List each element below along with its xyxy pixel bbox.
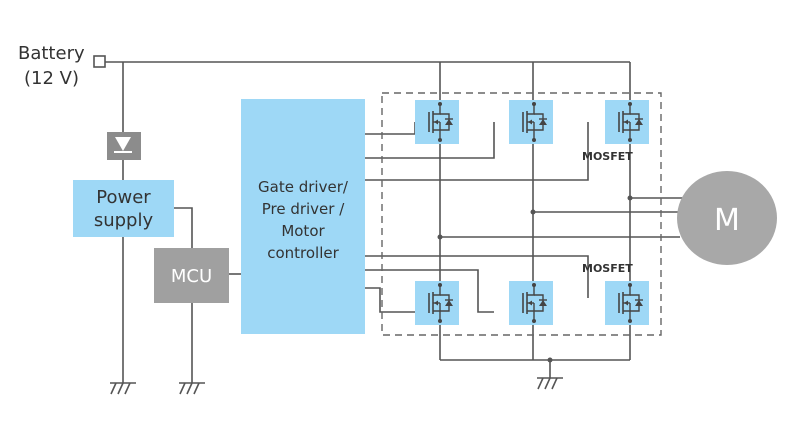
mosfet-lower-w-icon bbox=[604, 280, 650, 326]
motor: M bbox=[677, 171, 777, 265]
battery-label-line1: Battery bbox=[18, 43, 85, 64]
gate-driver-label-line1: Gate driver/ bbox=[258, 178, 349, 196]
junction-dots bbox=[437, 195, 633, 363]
mosfet-upper-w-icon bbox=[604, 99, 650, 145]
mosfet-label-upper: MOSFET bbox=[582, 150, 633, 163]
power-supply-label-line2: supply bbox=[94, 210, 154, 231]
diode-icon bbox=[107, 132, 141, 160]
motor-label: M bbox=[714, 203, 740, 238]
inverter-bridge-boundary bbox=[381, 92, 662, 336]
mosfet-lower-v-icon bbox=[508, 280, 554, 326]
gate-driver-label-line2: Pre driver / bbox=[262, 200, 346, 218]
mcu-label: MCU bbox=[171, 266, 212, 287]
gate-driver-label-line3: Motor bbox=[281, 222, 325, 240]
battery-terminal bbox=[93, 55, 106, 68]
mosfet-upper-v-icon bbox=[508, 99, 554, 145]
gate-driver-label-line4: controller bbox=[267, 244, 339, 262]
power-supply-label-line1: Power bbox=[96, 187, 151, 208]
mosfet-lower-u-icon bbox=[414, 280, 460, 326]
mosfet-upper-u-icon bbox=[414, 99, 460, 145]
gate-driver-block: Gate driver/ Pre driver / Motor controll… bbox=[241, 99, 365, 334]
ground-symbol-power-supply bbox=[110, 382, 136, 395]
ground-symbol-bridge bbox=[537, 377, 563, 390]
wiring bbox=[93, 55, 686, 383]
mcu-block: MCU bbox=[154, 248, 229, 303]
battery-label-line2: (12 V) bbox=[24, 68, 79, 89]
mosfet-label-lower: MOSFET bbox=[582, 262, 633, 275]
ground-symbol-mcu bbox=[179, 382, 205, 395]
power-supply-block: Power supply bbox=[73, 180, 174, 237]
